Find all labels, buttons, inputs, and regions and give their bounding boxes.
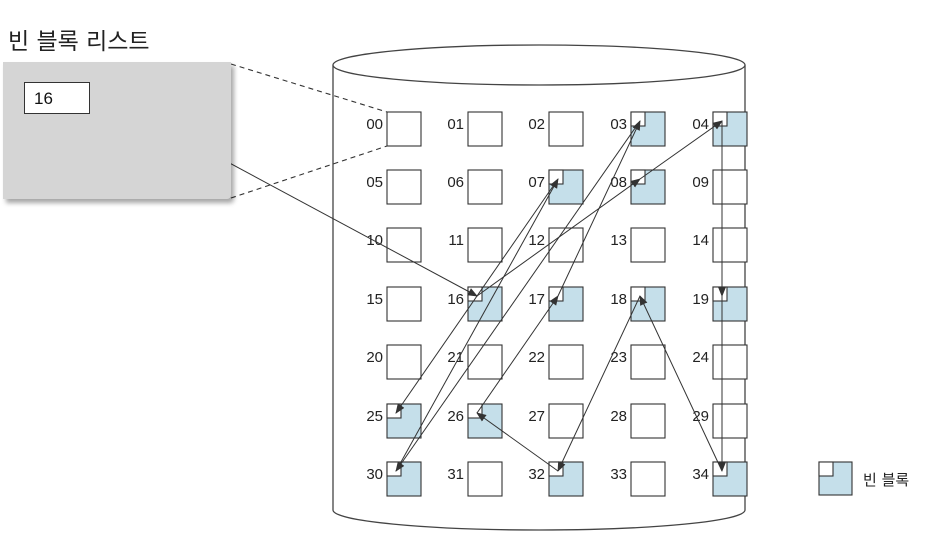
block-label-09: 09	[692, 174, 709, 191]
block-33: 33	[610, 461, 666, 497]
block-label-11: 11	[448, 232, 464, 249]
block-13: 13	[610, 227, 666, 263]
block-27: 27	[528, 403, 584, 439]
block-01: 01	[447, 111, 503, 147]
head-pointer-box: 16	[24, 82, 90, 114]
block-label-27: 27	[528, 408, 545, 425]
link-arrow-32-26	[476, 412, 559, 472]
block-25: 25	[366, 403, 422, 439]
block-label-31: 31	[447, 466, 464, 483]
block-11: 11	[448, 227, 503, 263]
link-arrow-18-32	[557, 295, 641, 472]
block-23: 23	[610, 344, 666, 380]
block-label-00: 00	[366, 116, 383, 133]
block-32: 32	[528, 461, 584, 497]
block-02: 02	[528, 111, 584, 147]
block-label-02: 02	[528, 116, 545, 133]
block-label-26: 26	[447, 408, 464, 425]
free-block-list-title: 빈 블록 리스트	[8, 29, 150, 55]
block-label-13: 13	[610, 232, 627, 249]
block-29: 29	[692, 403, 748, 439]
link-arrow-30-07	[395, 178, 559, 472]
block-label-14: 14	[692, 232, 709, 249]
block-24: 24	[692, 344, 748, 380]
link-arrow-03-30	[395, 120, 641, 472]
block-label-23: 23	[610, 349, 627, 366]
block-label-24: 24	[692, 349, 709, 366]
block-label-12: 12	[528, 232, 545, 249]
block-14: 14	[692, 227, 748, 263]
block-label-19: 19	[692, 291, 709, 308]
block-label-18: 18	[610, 291, 627, 308]
block-22: 22	[528, 344, 584, 380]
block-20: 20	[366, 344, 422, 380]
block-12: 12	[528, 227, 584, 263]
block-15: 15	[366, 286, 422, 322]
block-label-04: 04	[692, 116, 709, 133]
block-00: 00	[366, 111, 422, 147]
block-label-15: 15	[366, 291, 383, 308]
block-label-20: 20	[366, 349, 383, 366]
block-label-05: 05	[366, 174, 383, 191]
block-label-28: 28	[610, 408, 627, 425]
zoom-line-bottom	[230, 145, 388, 199]
zoom-line-top	[230, 63, 388, 113]
block-21: 21	[447, 344, 503, 380]
block-05: 05	[366, 169, 422, 205]
block-31: 31	[447, 461, 503, 497]
block-label-33: 33	[610, 466, 627, 483]
link-arrow-34-18	[639, 295, 723, 472]
block-09: 09	[692, 169, 748, 205]
block-label-25: 25	[366, 408, 383, 425]
block-label-01: 01	[447, 116, 464, 133]
block-label-03: 03	[610, 116, 627, 133]
block-17: 17	[528, 286, 584, 322]
legend-label: 빈 블록	[863, 471, 910, 489]
block-label-32: 32	[528, 466, 545, 483]
block-label-21: 21	[447, 349, 464, 366]
block-28: 28	[610, 403, 666, 439]
block-label-22: 22	[528, 349, 545, 366]
block-label-16: 16	[447, 291, 464, 308]
block-30: 30	[366, 461, 422, 497]
link-arrow-26-17	[476, 295, 559, 414]
link-arrow-08-04	[639, 120, 723, 180]
block-label-08: 08	[610, 174, 627, 191]
block-label-30: 30	[366, 466, 383, 483]
block-06: 06	[447, 169, 503, 205]
link-arrow-07-25	[395, 178, 559, 414]
link-arrow-17-03	[557, 120, 641, 297]
block-label-29: 29	[692, 408, 709, 425]
block-label-17: 17	[528, 291, 545, 308]
block-label-07: 07	[528, 174, 545, 191]
block-label-34: 34	[692, 466, 709, 483]
block-label-06: 06	[447, 174, 464, 191]
legend-free-block-icon	[818, 461, 853, 496]
